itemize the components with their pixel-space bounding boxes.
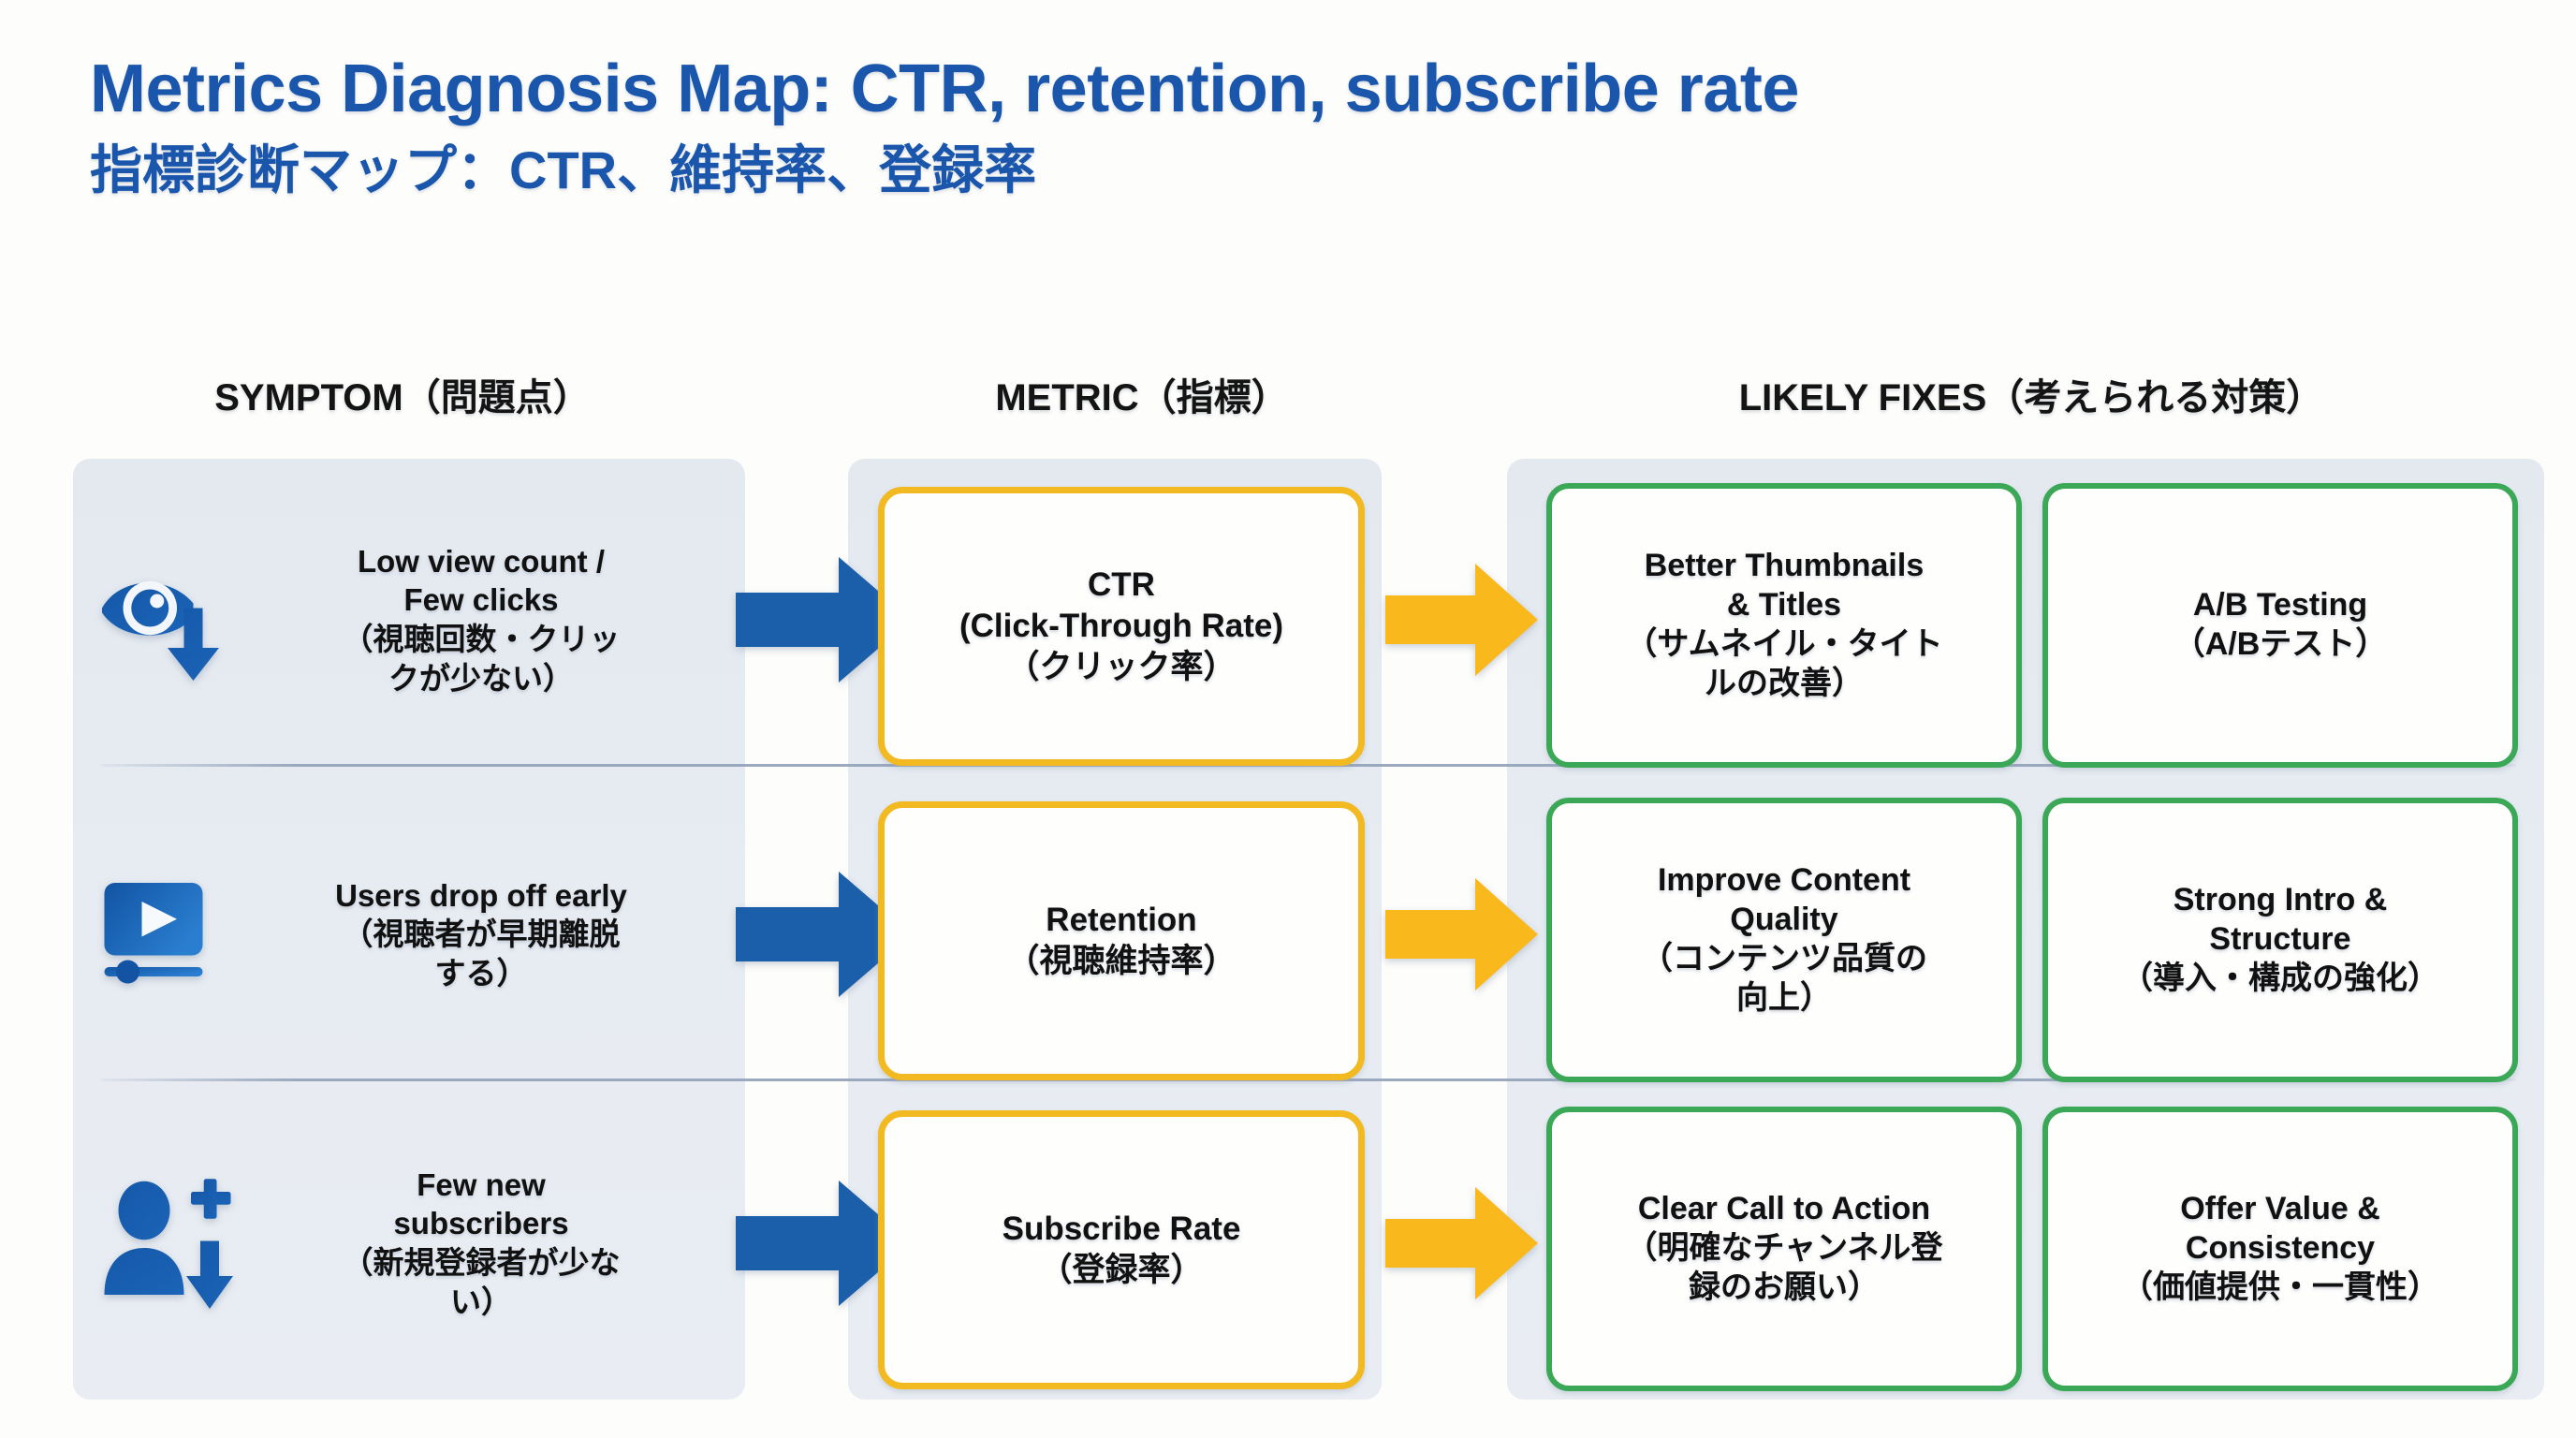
symptom-line-en2: subscribers [393, 1206, 569, 1241]
page-title: Metrics Diagnosis Map: CTR, retention, s… [90, 51, 1799, 126]
user-add-down-icon [97, 1173, 238, 1313]
fix-line-jp: （サムネイル・タイト [1625, 626, 1943, 662]
metric-text: Retention （視聴維持率） [1006, 900, 1236, 982]
fix-text: A/B Testing （A/Bテスト） [2160, 586, 2401, 665]
fix-line-en: Better Thumbnails [1644, 548, 1925, 584]
fix-box: Strong Intro & Structure （導入・構成の強化） [2042, 798, 2518, 1082]
fix-line-jp: （明確なチャンネル登 [1625, 1230, 1943, 1267]
symptom-line-en: Low view count / [357, 543, 606, 579]
symptom-line-jp: （新規登録者が少な [342, 1245, 621, 1280]
symptom-line-jp2: クが少ない） [388, 660, 574, 696]
arrow-right-yellow-icon [1385, 873, 1540, 996]
arrow-right-yellow-icon [1385, 1181, 1540, 1305]
column-header-metric: METRIC（指標） [995, 377, 1289, 418]
fix-text: Strong Intro & Structure （導入・構成の強化） [2108, 881, 2452, 998]
symptom-line-en2: Few clicks [403, 582, 559, 618]
fix-line-jp: （導入・構成の強化） [2121, 960, 2439, 996]
fix-line-jp2: ルの改善） [1704, 665, 1864, 701]
fix-line-en: Improve Content [1657, 862, 1911, 899]
symptom-line-en: Users drop off early [335, 877, 627, 913]
fix-line-en2: & Titles [1726, 587, 1842, 624]
symptom-text: Few new subscribers （新規登録者が少な い） [245, 1166, 736, 1321]
symptom-text: Low view count / Few clicks （視聴回数・クリッ クが… [245, 542, 736, 697]
diagnosis-row: Few new subscribers （新規登録者が少な い） Subscri… [0, 1086, 2576, 1401]
symptom-line-jp: （視聴回数・クリッ [342, 622, 621, 656]
metric-line-en: Subscribe Rate [1002, 1211, 1241, 1248]
fix-box: Offer Value & Consistency （価値提供・一貫性） [2042, 1107, 2518, 1391]
metric-line-en: CTR [1088, 566, 1155, 604]
fix-box: Better Thumbnails & Titles （サムネイル・タイト ルの… [1546, 483, 2022, 768]
fix-text: Offer Value & Consistency （価値提供・一貫性） [2108, 1190, 2452, 1307]
fix-line-en: Strong Intro & [2173, 882, 2388, 918]
metric-line-jp: （視聴維持率） [1006, 943, 1237, 979]
symptom-cell: Few new subscribers （新規登録者が少な い） [90, 1086, 736, 1401]
fix-line-en: A/B Testing [2192, 587, 2368, 624]
fix-text: Improve Content Quality （コンテンツ品質の 向上） [1628, 861, 1940, 1018]
fix-line-jp: （A/Bテスト） [2173, 626, 2388, 662]
metric-box: Retention （視聴維持率） [878, 801, 1365, 1080]
column-header-fixes: LIKELY FIXES（考えられる対策） [1738, 377, 2324, 418]
symptom-line-jp: （視聴者が早期離脱 [342, 917, 621, 952]
symptom-line-jp2: い） [450, 1284, 512, 1319]
diagnosis-row: Low view count / Few clicks （視聴回数・クリッ クが… [0, 462, 2576, 777]
fix-box: Improve Content Quality （コンテンツ品質の 向上） [1546, 798, 2022, 1082]
fix-line-en: Clear Call to Action [1637, 1191, 1931, 1227]
symptom-line-jp2: する） [434, 955, 528, 990]
title-block: Metrics Diagnosis Map: CTR, retention, s… [90, 51, 2524, 201]
metric-line-jp: （登録率） [1039, 1252, 1204, 1288]
fix-line-jp: （コンテンツ品質の [1641, 941, 1927, 976]
metric-box: Subscribe Rate （登録率） [878, 1110, 1365, 1389]
eye-down-icon [97, 550, 238, 690]
metric-line-en: Retention [1046, 902, 1197, 939]
arrow-right-blue-icon [736, 550, 914, 690]
diagnosis-row: Users drop off early （視聴者が早期離脱 する） Reten… [0, 777, 2576, 1092]
arrow-right-blue-icon [736, 1173, 914, 1313]
fix-line-en2: Quality [1730, 902, 1838, 938]
fix-line-jp2: 向上） [1736, 979, 1832, 1016]
metric-box: CTR (Click-Through Rate) （クリック率） [878, 487, 1365, 766]
symptom-line-en: Few new [417, 1167, 546, 1202]
fix-line-en: Offer Value & [2180, 1191, 2380, 1227]
metric-line-en2: (Click-Through Rate) [959, 608, 1284, 645]
fix-line-jp: （価値提供・一貫性） [2121, 1269, 2439, 1305]
fix-line-en2: Structure [2209, 921, 2351, 958]
metric-text: Subscribe Rate （登録率） [1003, 1209, 1241, 1291]
column-header-symptom: SYMPTOM（問題点） [214, 377, 591, 418]
page-subtitle: 指標診断マップ：CTR、維持率、登録率 [90, 139, 1037, 199]
video-player-icon [97, 864, 238, 1005]
fix-text: Clear Call to Action （明確なチャンネル登 録のお願い） [1613, 1190, 1956, 1307]
metric-line-jp: （クリック率） [1006, 648, 1237, 685]
arrow-right-blue-icon [736, 864, 914, 1005]
symptom-cell: Low view count / Few clicks （視聴回数・クリッ クが… [90, 462, 736, 777]
fix-box: Clear Call to Action （明確なチャンネル登 録のお願い） [1546, 1107, 2022, 1391]
fix-box: A/B Testing （A/Bテスト） [2042, 483, 2518, 768]
arrow-right-yellow-icon [1385, 558, 1540, 682]
fix-line-en2: Consistency [2185, 1230, 2376, 1267]
fix-text: Better Thumbnails & Titles （サムネイル・タイト ルの… [1612, 547, 1955, 703]
symptom-cell: Users drop off early （視聴者が早期離脱 する） [90, 777, 736, 1092]
symptom-text: Users drop off early （視聴者が早期離脱 する） [245, 876, 736, 993]
metric-text: CTR (Click-Through Rate) （クリック率） [959, 565, 1283, 687]
fix-line-jp2: 録のお願い） [1688, 1269, 1880, 1305]
